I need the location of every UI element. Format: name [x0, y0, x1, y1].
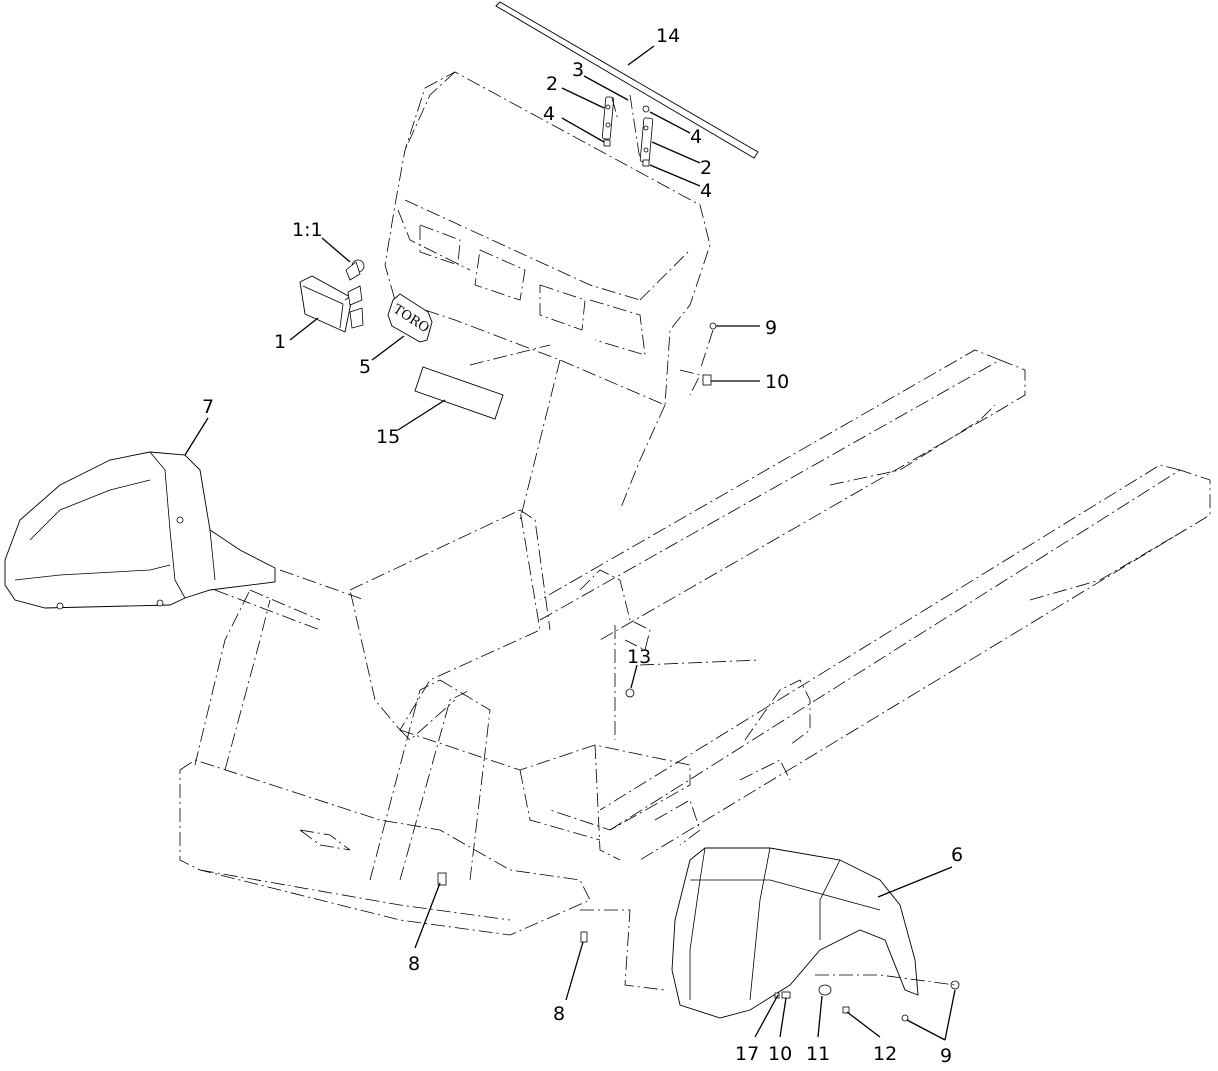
- callouts: 14 3 2 4 4 2 4 1:1 1 5 15 9 10 7 13 6 8 …: [202, 25, 963, 1067]
- callout-12: 12: [873, 1043, 897, 1065]
- frame-outline: [179, 349, 1211, 991]
- callout-3: 3: [572, 59, 584, 81]
- callout-10-upper: 10: [765, 371, 789, 393]
- callout-10-lower: 10: [768, 1043, 792, 1065]
- hardware-13: [625, 688, 635, 698]
- part-1-headlight: [299, 259, 365, 333]
- callout-9-lower: 9: [940, 1045, 952, 1067]
- part-15-plate: [414, 344, 551, 420]
- callout-13: 13: [627, 646, 651, 668]
- hardware-8: [437, 872, 588, 943]
- callout-11: 11: [806, 1043, 830, 1065]
- part-14-bar: [495, 1, 759, 159]
- part-6-fender-right: [671, 847, 919, 1019]
- brackets-2-3-4: [601, 94, 654, 167]
- hardware-lower: [774, 974, 960, 1022]
- callout-5: 5: [359, 356, 371, 378]
- part-7-fender-left: [4, 451, 276, 610]
- callout-4-right-upper: 4: [690, 126, 702, 148]
- part-5-decal: TORO: [387, 293, 433, 343]
- callout-8-left: 8: [408, 953, 420, 975]
- callout-15: 15: [376, 426, 400, 448]
- callout-1-1: 1:1: [292, 219, 323, 241]
- callout-2-lower: 2: [700, 157, 712, 179]
- hood-outline: [384, 71, 711, 521]
- callout-7: 7: [202, 396, 214, 418]
- callout-1: 1: [274, 331, 286, 353]
- hardware-9-10-upper: [679, 322, 717, 396]
- callout-6: 6: [951, 844, 963, 866]
- callout-4-right-lower: 4: [700, 180, 712, 202]
- leader-lines: [184, 45, 956, 1041]
- callout-8-right: 8: [553, 1003, 565, 1025]
- callout-4-left: 4: [543, 103, 555, 125]
- callout-17: 17: [735, 1043, 759, 1065]
- callout-2-upper: 2: [546, 73, 558, 95]
- callout-9-upper: 9: [765, 317, 777, 339]
- callout-14: 14: [656, 25, 680, 47]
